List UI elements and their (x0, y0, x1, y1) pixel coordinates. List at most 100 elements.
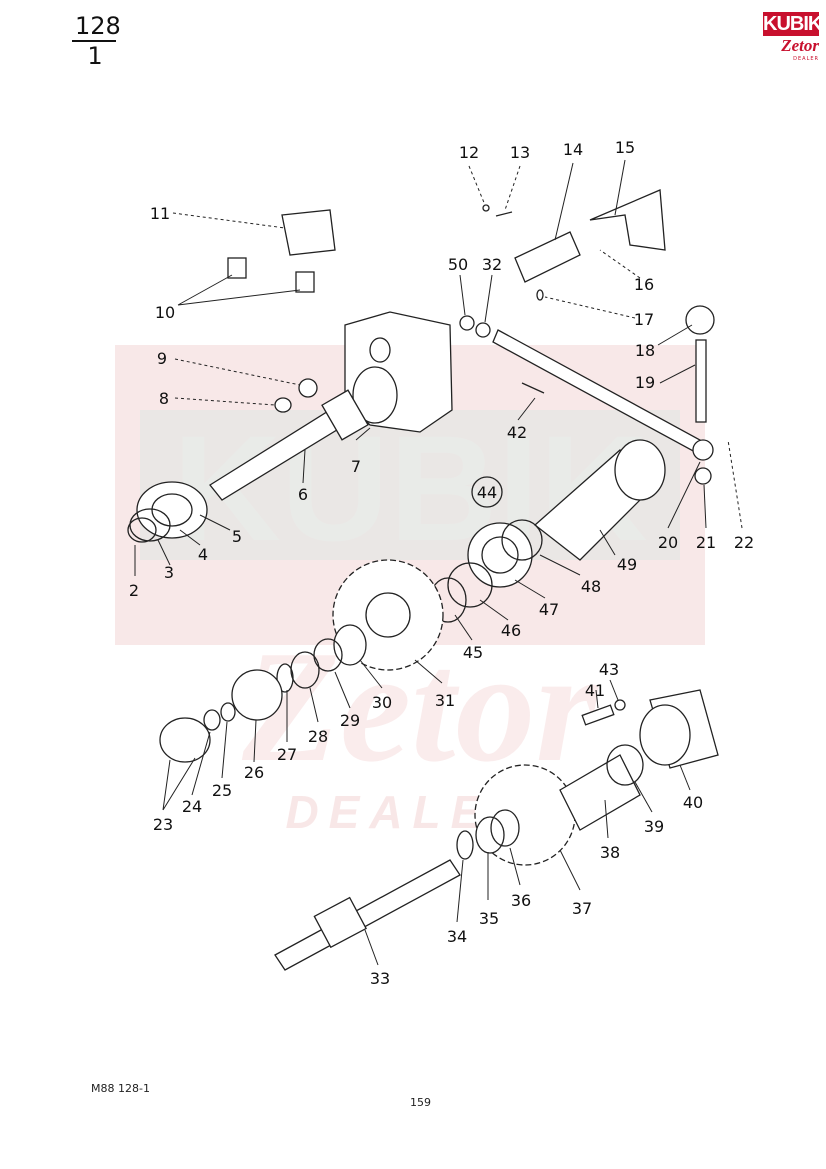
callout-10: 10 (155, 303, 175, 322)
logo-sub: Zetor (781, 36, 819, 55)
callout-8: 8 (159, 389, 169, 408)
leader-31 (414, 659, 443, 684)
leader-18 (657, 324, 693, 346)
leader-10 (177, 274, 301, 306)
leader-4 (179, 529, 201, 546)
ring-46 (447, 562, 493, 608)
callout-5: 5 (232, 527, 242, 546)
gear-31-hub (365, 592, 411, 638)
leader-5 (199, 514, 231, 531)
leader-lines (134, 159, 743, 966)
page-number-rule (72, 40, 116, 42)
callout-18: 18 (635, 341, 655, 360)
leader-42 (517, 397, 536, 421)
ring-29 (313, 638, 343, 672)
leader-32 (484, 274, 493, 323)
callout-29: 29 (340, 711, 360, 730)
callout-7: 7 (351, 457, 361, 476)
upper-shaft-assembly (127, 209, 453, 543)
callout-17: 17 (634, 310, 654, 329)
selector-rod-assembly (459, 189, 715, 485)
leader-24 (191, 731, 211, 796)
group-number: 44 (477, 483, 497, 502)
leader-13 (504, 165, 521, 211)
leader-36 (509, 847, 521, 886)
leader-34 (456, 859, 464, 923)
callout-36: 36 (511, 891, 531, 910)
bolt-41 (581, 704, 615, 726)
callout-6: 6 (298, 485, 308, 504)
callout-35: 35 (479, 909, 499, 928)
callout-32: 32 (482, 255, 502, 274)
lower-shaft-assembly (274, 689, 719, 971)
callout-39: 39 (644, 817, 664, 836)
leader-8 (174, 397, 276, 406)
group-circle (471, 476, 503, 508)
callout-24: 24 (182, 797, 202, 816)
leader-39 (634, 781, 653, 813)
leader-26 (253, 719, 257, 763)
leader-3 (157, 539, 171, 566)
shaft-49-gear (614, 439, 666, 501)
callout-labels: 2 3 4 5 6 7 8 9 10 11 12 13 14 15 16 17 … (129, 138, 754, 988)
leader-21 (703, 484, 707, 529)
coupling-26 (231, 669, 283, 721)
washer-9 (298, 378, 318, 398)
leader-23 (162, 757, 196, 811)
logo-tag: DEALER (793, 56, 819, 62)
leader-38 (604, 799, 609, 839)
housing-bore (352, 366, 398, 424)
callout-45: 45 (463, 643, 483, 662)
leader-17 (544, 296, 636, 319)
needle-bearing-23 (159, 717, 211, 763)
callout-48: 48 (581, 577, 601, 596)
leader-16 (599, 249, 641, 279)
callout-33: 33 (370, 969, 390, 988)
leader-12 (468, 165, 486, 206)
leader-37 (559, 849, 581, 891)
clip-34 (456, 830, 474, 860)
ring-3 (129, 508, 171, 542)
leader-22 (727, 439, 743, 529)
bearing-47-inner (481, 536, 519, 574)
shaft-6-spline (321, 389, 369, 441)
ring-2 (127, 517, 157, 543)
leader-43 (609, 679, 619, 701)
rod-end-20 (692, 439, 714, 461)
fork-15 (589, 189, 666, 251)
callout-41: 41 (585, 681, 605, 700)
callout-20: 20 (658, 533, 678, 552)
leader-15 (614, 159, 626, 216)
footer-page-number: 159 (410, 1096, 431, 1109)
leader-29 (334, 671, 351, 709)
logo-brand: KUBIK (763, 12, 822, 36)
lever-19 (695, 339, 707, 423)
leader-40 (679, 764, 691, 791)
callout-13: 13 (510, 143, 530, 162)
shaft-33 (274, 859, 461, 971)
ring-39 (606, 744, 644, 786)
leader-6 (302, 449, 306, 484)
nut-8 (274, 397, 292, 413)
callout-27: 27 (277, 745, 297, 764)
callout-25: 25 (212, 781, 232, 800)
callout-37: 37 (572, 899, 592, 918)
callout-14: 14 (563, 140, 583, 159)
leader-50 (459, 274, 466, 316)
callout-12: 12 (459, 143, 479, 162)
ring-24 (203, 709, 221, 731)
callout-47: 47 (539, 600, 559, 619)
nut-21 (694, 467, 712, 485)
ring-36 (490, 809, 520, 847)
sleeve-38 (559, 754, 641, 831)
ring-48 (501, 519, 543, 561)
spring-13 (495, 211, 513, 217)
callout-46: 46 (501, 621, 521, 640)
callout-38: 38 (600, 843, 620, 862)
ring-32 (475, 322, 491, 338)
callout-4: 4 (198, 545, 208, 564)
ball-12 (482, 204, 490, 212)
clip-27 (276, 663, 294, 693)
callout-2: 2 (129, 581, 139, 600)
